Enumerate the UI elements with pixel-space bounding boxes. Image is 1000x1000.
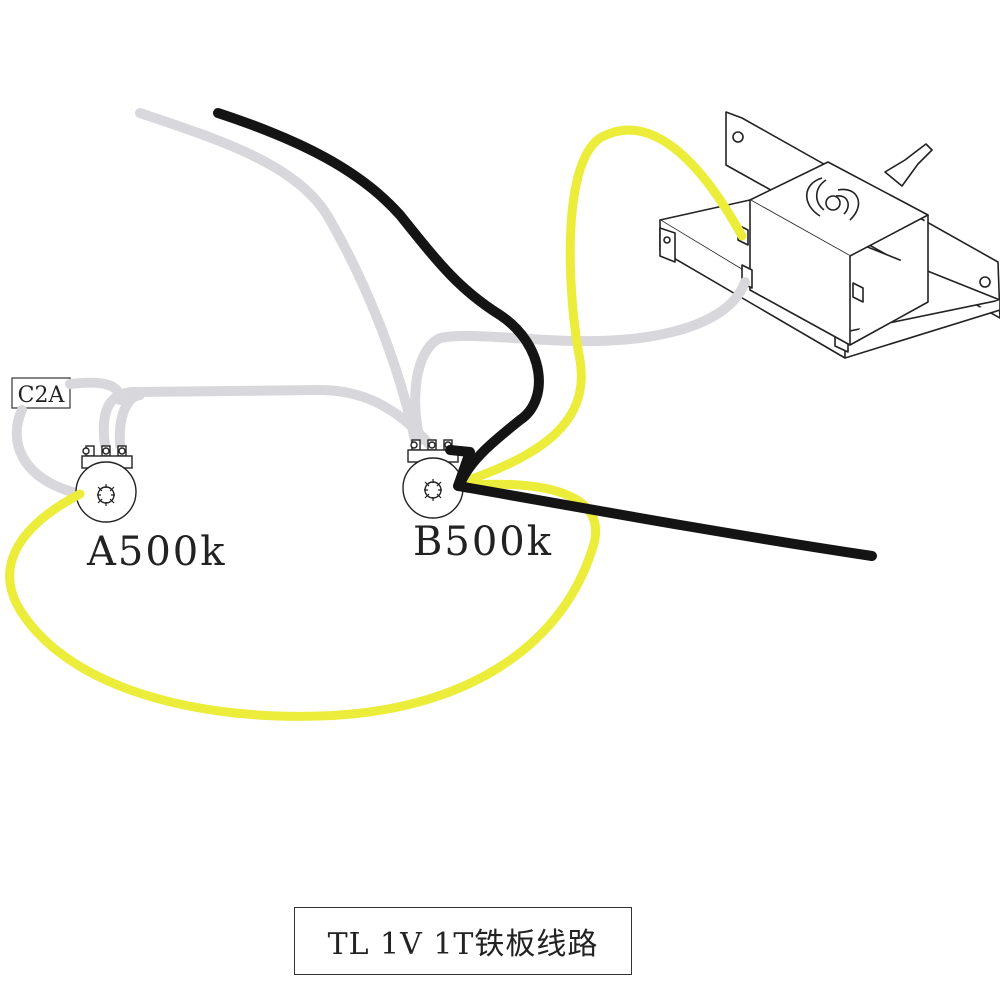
gray-wire-b-to-switch (410, 277, 750, 445)
diagram-caption: TL 1V 1T铁板线路 (294, 907, 632, 975)
capacitor-label: C2A (18, 383, 66, 408)
yellow-wire-switch-to-b (455, 125, 747, 488)
gray-wires (11, 108, 750, 499)
potentiometer-icon (75, 445, 137, 523)
pot-b-label: B500k (413, 519, 553, 565)
potentiometer-icon (402, 439, 464, 519)
capacitor-icon: C2A (11, 377, 71, 409)
yellow-wires (5, 125, 747, 721)
black-wire (213, 108, 877, 561)
yellow-wire-a-to-b (5, 479, 601, 721)
gray-wire-input (135, 108, 420, 445)
caption-text: TL 1V 1T铁板线路 (327, 927, 599, 962)
gray-wire-a-to-b (98, 385, 435, 450)
pot-a-label: A500k (86, 529, 226, 575)
